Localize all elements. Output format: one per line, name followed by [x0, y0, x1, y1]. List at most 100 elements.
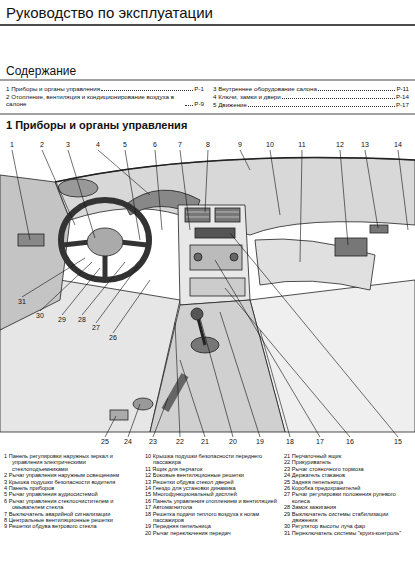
callout-number: 4 [96, 141, 100, 149]
legend-item: 28 Замок зажигания [284, 504, 412, 510]
legend-item: 29 Выключатель системы стабилизации движ… [284, 511, 412, 524]
legend-column: 21 Перчаточный ящик22 Прикуриватель23 Ры… [284, 453, 412, 536]
windshield-edge [55, 158, 415, 182]
leader-line [125, 150, 140, 240]
leader-line [398, 150, 408, 230]
legend-item: 3 Крышка подушки безопасности водителя [4, 479, 138, 485]
display [195, 228, 235, 238]
contents-heading: Содержание [6, 64, 76, 78]
legend-column: 10 Крышка подушки безопасности переднего… [145, 453, 279, 536]
legend-item: 12 Боковые вентиляционные решетки [145, 472, 279, 478]
climate-panel [190, 278, 245, 296]
section-rule [0, 114, 415, 115]
callout-number: 18 [286, 438, 294, 446]
leader-line [12, 150, 30, 240]
leader-line [180, 150, 190, 230]
callout-number: 22 [176, 438, 184, 446]
contents-title: 4 Ключи, замки и двери [213, 93, 281, 100]
callout-number: 5 [123, 141, 127, 149]
leader-line [105, 416, 116, 437]
gear-knob [191, 308, 203, 320]
callout-number: 21 [201, 438, 209, 446]
side-vent [335, 238, 367, 256]
leader-line [96, 266, 138, 323]
contents-entry: 4 Ключи, замки и двериР-14 [213, 93, 409, 100]
legend-item: 13 Решетки обдува стекол дверей [145, 479, 279, 485]
leader-line [215, 260, 320, 437]
callout-number: 28 [78, 316, 86, 324]
legend-column: 1 Панель регулировки наружных зеркал и у… [4, 453, 138, 530]
callout-number: 23 [149, 438, 157, 446]
callout-number: 3 [66, 141, 70, 149]
page-ref: Р-1 [194, 85, 204, 92]
legend-item: 27 Рычаг регулировки положения рулевого … [284, 491, 412, 504]
vent-slat [186, 217, 209, 218]
legend-item: 1 Панель регулировки наружных зеркал и у… [4, 453, 138, 472]
wheel-spoke [120, 242, 147, 245]
leader-line [230, 233, 398, 437]
page-rules [0, 25, 415, 114]
leader-line [82, 262, 125, 315]
callout-number: 12 [336, 141, 344, 149]
callout-number: 1 [10, 141, 14, 149]
callout-number: 14 [394, 141, 402, 149]
page-title: Руководство по эксплуатации [6, 4, 213, 22]
callout-number: 11 [298, 141, 305, 149]
callout-number: 8 [206, 141, 210, 149]
legend-item: 19 Передняя пепельница [145, 523, 279, 529]
leader-line [340, 150, 348, 245]
leader-line [365, 150, 378, 228]
callout-number: 30 [36, 312, 44, 320]
legend-item: 16 Панель управления отоплением и вентил… [145, 498, 279, 504]
radio [190, 245, 242, 270]
mirror-switch-panel [18, 234, 44, 246]
leader-line [225, 288, 350, 437]
leader-line [98, 150, 150, 195]
legend-item: 21 Перчаточный ящик [284, 453, 412, 459]
title-rule [0, 24, 415, 26]
legend-item: 25 Задняя пепельница [284, 479, 412, 485]
dot-leader [282, 98, 395, 99]
leader-line [155, 150, 162, 230]
callout-number: 16 [346, 438, 354, 446]
contents-title: 5 Движение [213, 101, 247, 108]
leader-line [220, 312, 260, 437]
contents-rule [0, 80, 415, 81]
callout-number: 7 [178, 141, 182, 149]
callout-number: 31 [18, 298, 26, 306]
legend-item: 11 Ящик для перчаток [145, 466, 279, 472]
leader-line [113, 280, 150, 333]
leader-line [42, 150, 75, 225]
vent-slat [216, 217, 239, 218]
wheel-spoke [63, 242, 90, 245]
leader-line [300, 150, 302, 262]
legend-item: 26 Коробка предохранителей [284, 485, 412, 491]
callout-number: 29 [58, 316, 66, 324]
dashboard-drawing [0, 158, 415, 432]
center-console [150, 300, 285, 432]
contents-title: 3 Внутреннее оборудование салона [213, 85, 317, 92]
contents-entry: 2 Отопление, вентиляция и кондиционирова… [6, 93, 204, 107]
radio-knob [230, 253, 238, 261]
wheel-hub [87, 228, 123, 256]
callout-number: 24 [124, 438, 132, 446]
leader-line [22, 258, 85, 297]
callout-number: 13 [361, 141, 369, 149]
legend-item: 31 Переключатель системы "круиз-контроль… [284, 530, 412, 536]
leader-lines [12, 150, 408, 437]
leader-line [62, 268, 100, 315]
door-demister [370, 225, 388, 233]
legend-item: 14 Гнездо для установки динамика [145, 485, 279, 491]
leader-line [180, 360, 205, 437]
contents-entry: 3 Внутреннее оборудование салонаР-11 [213, 85, 409, 92]
contents-title: 1 Приборы и органы управления [6, 85, 100, 92]
dot-leader [248, 106, 395, 107]
leader-line [260, 330, 290, 437]
legend-item: 15 Многофункциональный дисплей [145, 491, 279, 497]
door-panel [0, 175, 70, 330]
legend-item: 7 Выключатель аварийной сигнализации [4, 511, 138, 517]
leader-line [200, 318, 233, 437]
rear-ashtray [110, 410, 128, 420]
legend-item: 18 Решетка подачи теплого воздуха к нога… [145, 511, 279, 524]
